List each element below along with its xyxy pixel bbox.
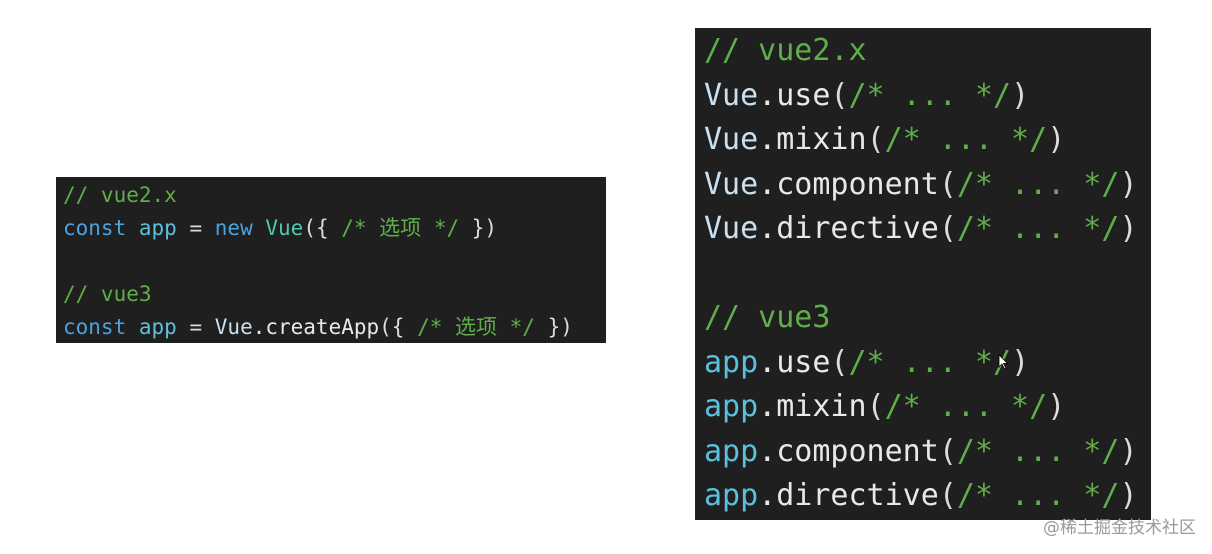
- watermark: @稀土掘金技术社区: [1043, 518, 1196, 538]
- comment-args: /* ... */: [884, 389, 1048, 424]
- method-directive: .directive: [758, 478, 939, 513]
- code-line: app.use(/* ... */): [704, 341, 1151, 386]
- comment-args: /* ... */: [848, 344, 1012, 380]
- code-line: const app = new Vue({ /* 选项 */ }): [63, 212, 606, 245]
- code-line: app.mixin(/* ... */): [704, 385, 1151, 430]
- identifier-app: app: [704, 478, 759, 513]
- comment-options: /* 选项 */: [417, 315, 535, 339]
- punctuation: (: [938, 478, 957, 513]
- comment-args: /* ... */: [956, 166, 1120, 202]
- code-line: app.directive(/* ... */): [704, 474, 1151, 519]
- identifier-app: app: [704, 344, 759, 380]
- method-directive: .directive: [758, 211, 939, 246]
- class-vue: Vue: [265, 216, 304, 240]
- punctuation: (: [830, 344, 849, 380]
- code-line: // vue2.x: [63, 179, 606, 212]
- method-component: .component: [758, 433, 939, 469]
- method-use: .use: [758, 344, 831, 380]
- identifier-vue: Vue: [704, 211, 759, 246]
- identifier-vue: Vue: [214, 315, 253, 339]
- method-component: .component: [758, 166, 939, 202]
- code-line: Vue.directive(/* ... */): [704, 207, 1151, 252]
- punctuation: ({: [379, 315, 418, 339]
- keyword-const: const: [63, 216, 127, 240]
- punctuation: ): [1047, 122, 1066, 157]
- operator-assign: =: [189, 216, 203, 240]
- code-block-global-api: // vue2.x Vue.use(/* ... */) Vue.mixin(/…: [695, 28, 1151, 520]
- comment-options: /* 选项 */: [341, 216, 460, 240]
- punctuation: ): [1119, 433, 1138, 469]
- comment-args: /* ... */: [956, 211, 1120, 246]
- code-line: Vue.use(/* ... */): [704, 74, 1151, 119]
- code-line: Vue.component(/* ... */): [704, 163, 1151, 208]
- punctuation: ): [1119, 166, 1138, 202]
- punctuation: ): [1119, 478, 1138, 513]
- method-mixin: .mixin: [758, 389, 867, 424]
- comment-args: /* ... */: [956, 478, 1120, 513]
- code-line-empty: [704, 252, 1151, 297]
- code-line: // vue3: [63, 278, 606, 311]
- punctuation: (: [830, 77, 849, 113]
- punctuation: ({: [303, 216, 342, 240]
- identifier-app: app: [704, 389, 759, 424]
- comment-args: /* ... */: [956, 433, 1120, 469]
- punctuation: }): [459, 216, 498, 240]
- comment-vue3: // vue3: [704, 300, 831, 335]
- comment-args: /* ... */: [848, 77, 1012, 113]
- punctuation: }): [534, 315, 573, 339]
- identifier-app: app: [704, 433, 759, 469]
- identifier-vue: Vue: [704, 77, 759, 113]
- code-line: // vue2.x: [704, 29, 1151, 74]
- punctuation: (: [938, 166, 957, 202]
- method-use: .use: [758, 77, 831, 113]
- comment-vue2: // vue2.x: [63, 183, 177, 207]
- code-line-empty: [63, 245, 606, 278]
- comment-vue2: // vue2.x: [704, 33, 867, 68]
- keyword-new: new: [214, 216, 253, 240]
- identifier-app: app: [138, 216, 177, 240]
- mouse-cursor-icon: [998, 354, 1008, 370]
- code-line: // vue3: [704, 296, 1151, 341]
- punctuation: (: [938, 433, 957, 469]
- punctuation: ): [1011, 77, 1030, 113]
- identifier-vue: Vue: [704, 122, 759, 157]
- keyword-const: const: [63, 315, 127, 339]
- code-line: app.component(/* ... */): [704, 430, 1151, 475]
- code-block-create-app: // vue2.x const app = new Vue({ /* 选项 */…: [56, 177, 606, 343]
- operator-assign: =: [189, 315, 203, 339]
- method-mixin: .mixin: [758, 122, 867, 157]
- punctuation: ): [1047, 389, 1066, 424]
- punctuation: ): [1119, 211, 1138, 246]
- method-create-app: .createApp: [252, 315, 380, 339]
- comment-vue3: // vue3: [63, 282, 152, 306]
- code-line: const app = Vue.createApp({ /* 选项 */ }): [63, 311, 606, 344]
- punctuation: (: [866, 122, 885, 157]
- punctuation: (: [938, 211, 957, 246]
- punctuation: ): [1011, 344, 1030, 380]
- punctuation: (: [866, 389, 885, 424]
- comment-args: /* ... */: [884, 122, 1048, 157]
- identifier-vue: Vue: [704, 166, 759, 202]
- code-line: Vue.mixin(/* ... */): [704, 118, 1151, 163]
- identifier-app: app: [138, 315, 177, 339]
